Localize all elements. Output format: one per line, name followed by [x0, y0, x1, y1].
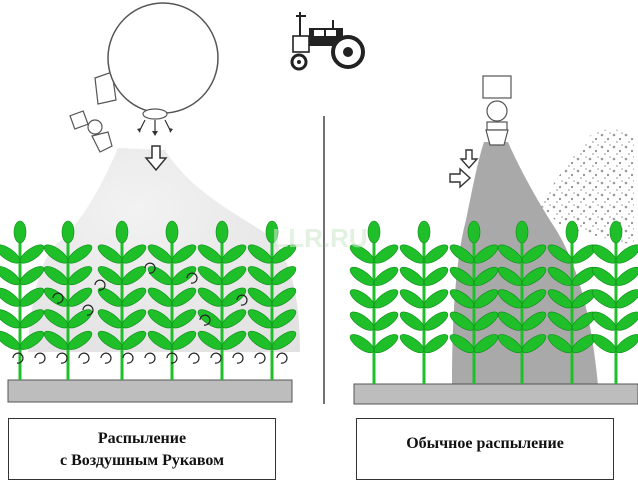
plants-left [0, 220, 297, 380]
swirl-13 [94, 279, 106, 291]
swirl-15 [186, 272, 198, 284]
caption-air-sleeve-line2: с Воздушным Рукавом [60, 452, 224, 469]
plant-right-1 [399, 220, 449, 384]
air-sleeve-tank-icon [94, 2, 219, 136]
swirl-1 [34, 352, 46, 364]
swirl-18 [199, 314, 211, 326]
plant-left-0 [0, 220, 45, 380]
swirl-17 [236, 294, 248, 306]
caption-air-sleeve: Распыление с Воздушным Рукавом [8, 418, 276, 480]
plant-left-5 [247, 220, 297, 380]
swirl-16 [52, 292, 64, 304]
ground-left [7, 379, 293, 403]
plant-left-3 [147, 220, 197, 380]
swirl-11 [254, 352, 266, 364]
plant-left-1 [43, 220, 93, 380]
plant-right-0 [349, 220, 399, 384]
swirl-14 [144, 262, 156, 274]
caption-conventional-line1: Обычное распыление [406, 435, 564, 452]
swirl-10 [232, 352, 244, 364]
swirl-12 [276, 352, 288, 364]
swirl-icon [12, 262, 288, 364]
swirl-19 [82, 304, 94, 316]
caption-air-sleeve-line1: Распыление [97, 430, 187, 447]
down-arrow-icon-right [459, 149, 479, 170]
down-arrow-icon [144, 145, 168, 172]
plant-right-4 [547, 220, 597, 384]
swirl-8 [188, 352, 200, 364]
nozzle-icon [69, 110, 113, 153]
plant-right-2 [449, 220, 499, 384]
swirl-3 [78, 352, 90, 364]
swirl-2 [56, 352, 68, 364]
caption-conventional: Обычное распыление [356, 418, 614, 480]
nozzle-icon-right [482, 75, 512, 146]
plant-left-2 [97, 220, 147, 380]
swirl-0 [12, 352, 24, 364]
swirl-5 [122, 352, 134, 364]
watermark: LLR.RU [272, 223, 367, 253]
right-arrow-icon [449, 167, 472, 189]
plant-right-3 [497, 220, 547, 384]
ground-right [353, 383, 638, 405]
swirl-4 [100, 352, 112, 364]
plant-right-5 [591, 220, 638, 384]
swirl-7 [166, 352, 178, 364]
swirl-6 [144, 352, 156, 364]
swirl-9 [210, 352, 222, 364]
tractor-icon [290, 12, 365, 71]
plant-left-4 [197, 220, 247, 380]
drift-cloud [540, 129, 634, 245]
plants-right [349, 220, 638, 384]
